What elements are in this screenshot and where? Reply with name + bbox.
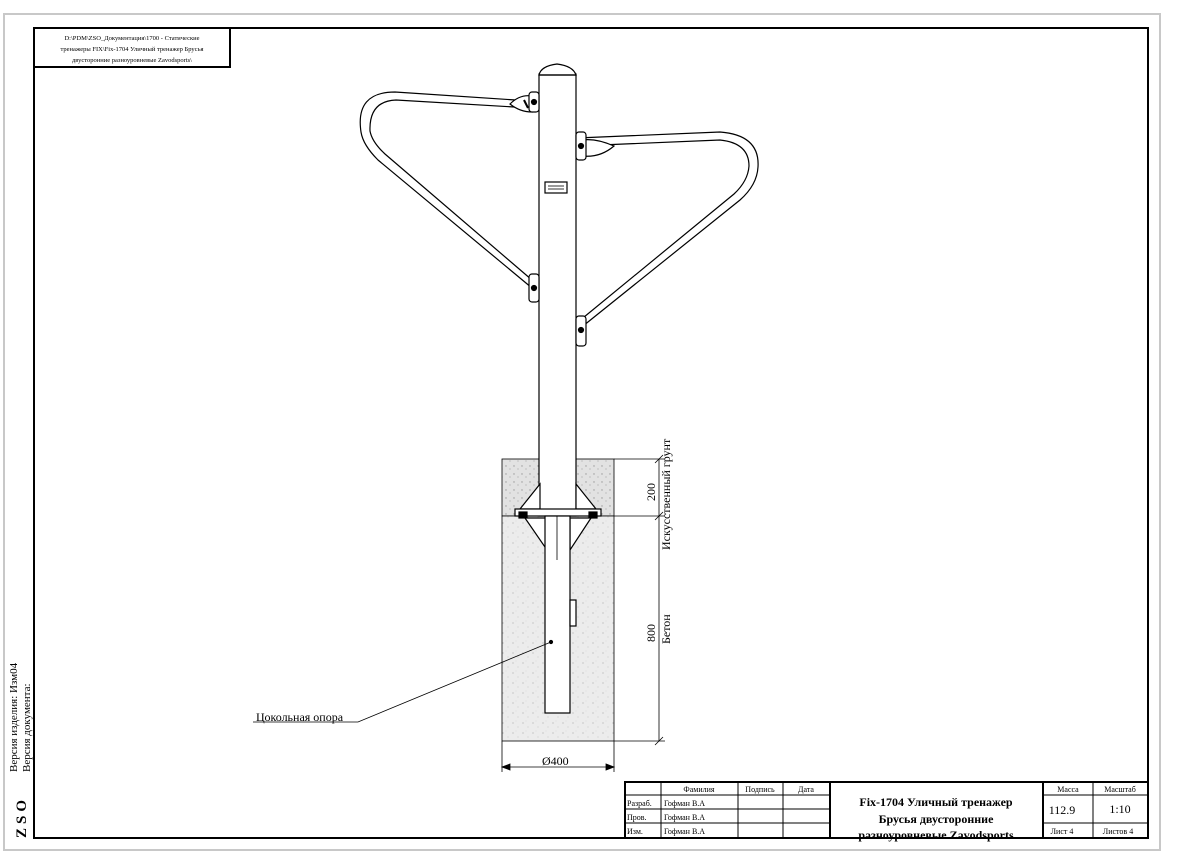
row-name: Гофман В.А (664, 799, 705, 808)
scale-value: 1:10 (1109, 802, 1130, 816)
outer-frame (3, 13, 1161, 851)
head-signature: Подпись (745, 785, 775, 794)
dimension-lines (500, 454, 665, 772)
right-handrail-inner (576, 139, 750, 323)
label-soil: Искусственный грунт (659, 438, 673, 550)
dim-diameter: Ø400 (542, 754, 569, 768)
mass-label: Масса (1057, 785, 1079, 794)
left-handrail-inner (369, 99, 533, 281)
bracket-right-upper (575, 131, 616, 161)
title-line-2: Брусья двусторонние (879, 812, 994, 826)
version-product: Версия изделия: Изм04 (8, 662, 20, 772)
bracket-left-upper (509, 91, 540, 113)
row-name: Гофман В.А (664, 827, 705, 836)
sheets-label: Листов 4 (1103, 827, 1133, 836)
right-handrail-outer (576, 131, 759, 331)
row-role: Разраб. (627, 799, 652, 808)
left-handrail-outer (359, 91, 533, 289)
callout-leader (253, 641, 552, 723)
label-concrete: Бетон (659, 614, 673, 644)
file-path-box: D:\PDM\ZSO_Документация\1700 - Статическ… (33, 27, 231, 68)
file-path-line-1: D:\PDM\ZSO_Документация\1700 - Статическ… (64, 35, 199, 42)
dim-concrete-depth: 800 (644, 624, 658, 642)
version-document: Версия документа: (21, 683, 33, 772)
label-plate (544, 181, 568, 194)
head-date: Дата (798, 785, 814, 794)
title-block (624, 781, 1149, 839)
dim-soil-depth: 200 (644, 483, 658, 501)
base-post (544, 515, 571, 714)
brand-label: ZSO (14, 796, 30, 838)
row-name: Гофман В.А (664, 813, 705, 822)
equipment-drawing (253, 63, 759, 772)
bracket-right-lower (575, 315, 587, 347)
bracket-left-lower (528, 273, 540, 303)
head-surname: Фамилия (683, 785, 714, 794)
title-line-1: Fix-1704 Уличный тренажер (859, 795, 1013, 809)
main-post (538, 73, 577, 517)
file-path-line-3: двусторонние разноуровневые Zavodsports\ (72, 57, 192, 64)
row-role: Пров. (627, 813, 647, 822)
callout-base-label: Цокольная опора (256, 710, 344, 724)
post-cap (538, 63, 577, 76)
title-line-3: разноуровневые Zavodsports (858, 828, 1014, 842)
file-path-line-2: тренажеры FIX\Fix-1704 Уличный тренажер … (60, 46, 203, 53)
main-frame (33, 27, 1149, 839)
mass-value: 112.9 (1049, 803, 1076, 817)
row-role: Изм. (627, 827, 643, 836)
scale-label: Масштаб (1104, 785, 1136, 794)
sheet-label: Лист 4 (1051, 827, 1074, 836)
